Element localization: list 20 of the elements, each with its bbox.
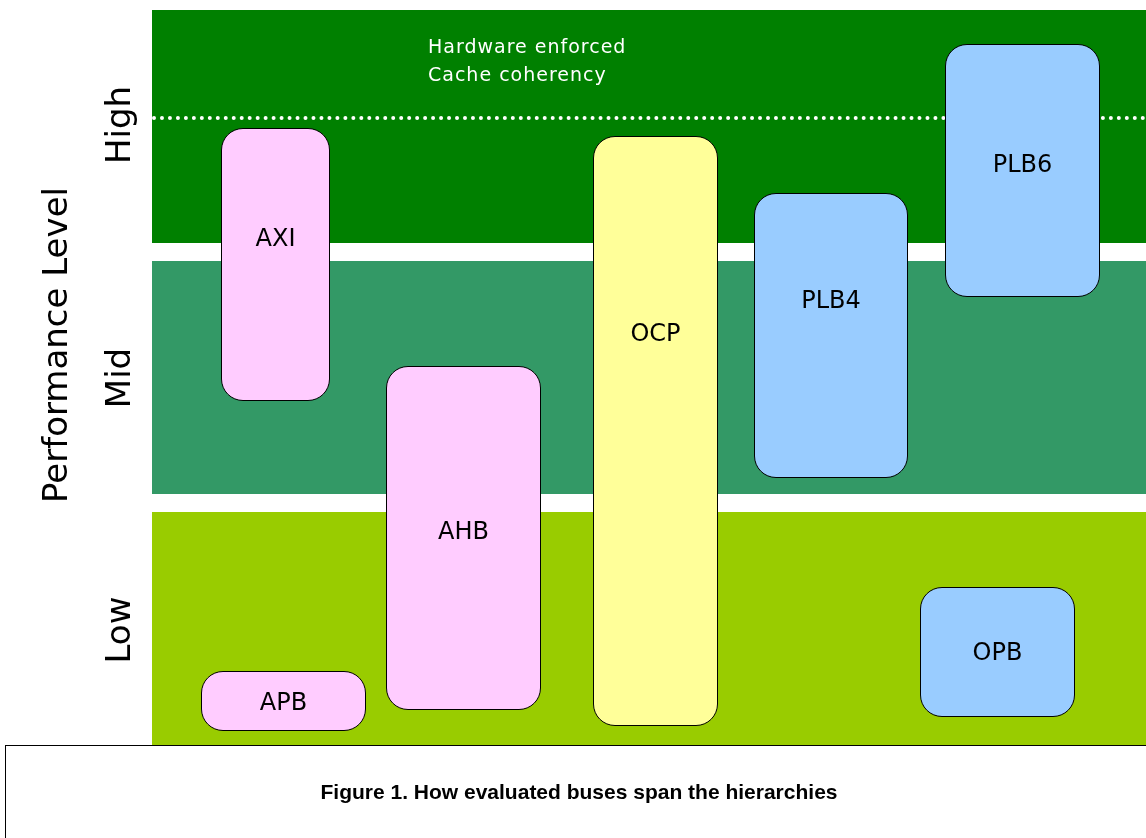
axis-title: Performance Level [35, 187, 75, 503]
bus-box [221, 128, 330, 401]
bus-label: OPB [971, 638, 1024, 666]
figure-caption: Figure 1. How evaluated buses span the hierarchies [319, 780, 839, 804]
bus-label: AXI [254, 224, 297, 252]
bus-label: AHB [437, 517, 490, 545]
level-label: Low [98, 596, 138, 664]
level-label: Mid [98, 347, 138, 409]
bus-label: PLB4 [800, 286, 862, 314]
bus-label: APB [258, 688, 309, 716]
bus-box [754, 193, 908, 478]
bus-label: OCP [629, 319, 682, 347]
bus-box [386, 366, 541, 710]
bus-box [593, 136, 718, 726]
band-note: Hardware enforced Cache coherency [428, 34, 628, 87]
bus-box [201, 671, 366, 731]
bus-label: PLB6 [991, 150, 1054, 178]
bus-box [920, 587, 1075, 717]
bus-box [945, 44, 1100, 297]
level-label: High [98, 85, 138, 165]
